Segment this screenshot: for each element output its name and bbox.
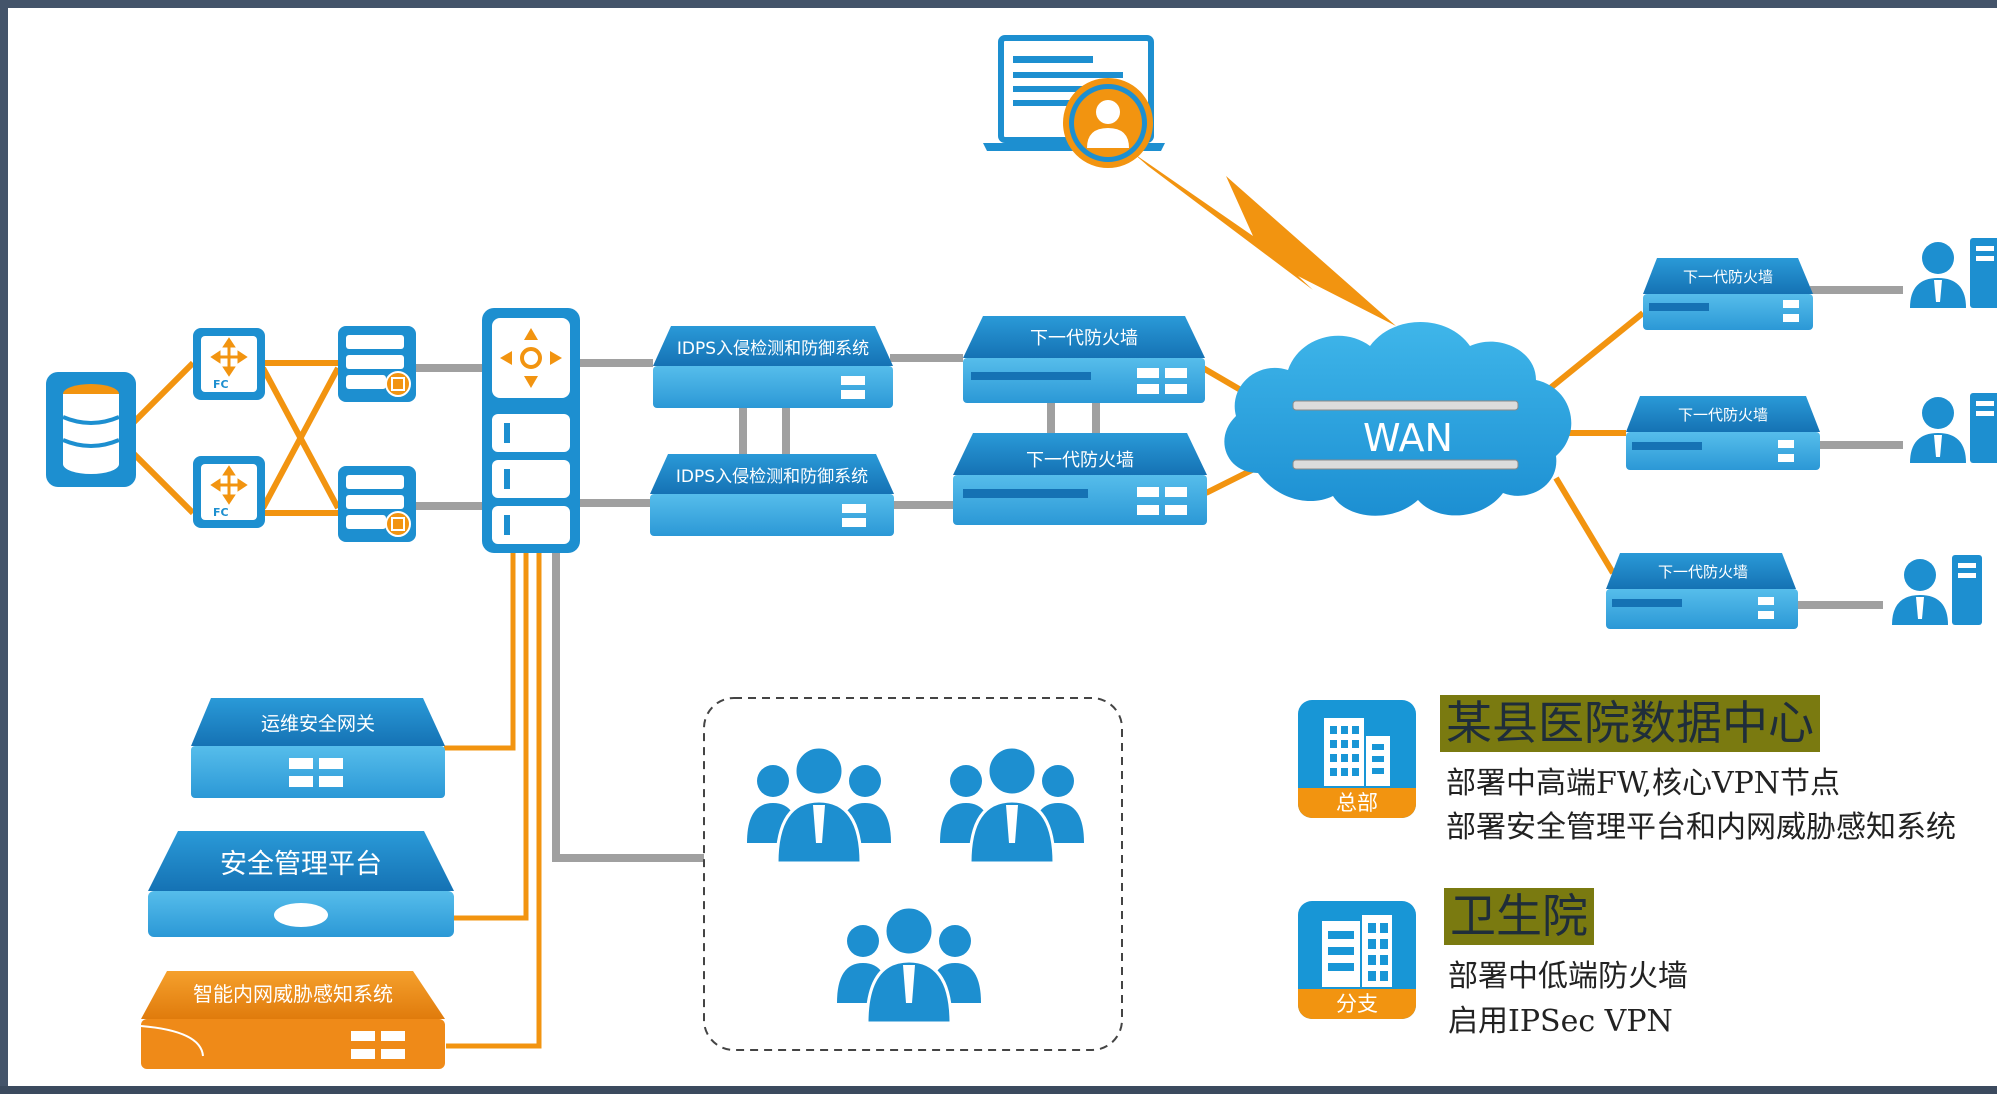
ngfw-branch-1-label: 下一代防火墙	[1683, 268, 1773, 286]
internal-user-group	[703, 697, 1123, 1051]
branch-title: 卫生院	[1444, 888, 1594, 945]
user-group-icon-3	[837, 905, 981, 1025]
user-group-icon-1	[747, 745, 891, 865]
remote-laptop-icon	[983, 35, 1165, 168]
link-core-user-group	[552, 553, 704, 862]
link-core-threat-system	[446, 553, 542, 1049]
link-db-fc-bottom	[125, 445, 196, 516]
branch-badge: 分支	[1298, 989, 1416, 1019]
hq-title: 某县医院数据中心	[1440, 695, 1820, 752]
storage-server-top	[338, 326, 416, 402]
network-topology-diagram: FC FC	[46, 35, 1997, 1069]
branch-user-3-icon	[1892, 555, 1982, 625]
fc-bottom-label: FC	[213, 506, 229, 519]
branch-building-icon: 分支	[1298, 901, 1416, 1019]
threat-detection-system: 智能内网威胁感知系统	[140, 971, 445, 1069]
ngfw-center-top-label: 下一代防火墙	[1030, 328, 1138, 349]
ops-gateway-label: 运维安全网关	[261, 713, 375, 735]
ngfw-branch-3: 下一代防火墙	[1606, 553, 1798, 629]
link-fc-cross-4	[260, 366, 341, 510]
branch-line-1: 部署中低端防火墙	[1448, 959, 1688, 994]
branch-building-svg	[1322, 915, 1392, 987]
database-icon	[46, 372, 136, 487]
ngfw-branch-1: 下一代防火墙	[1643, 258, 1813, 330]
wan-label: WAN	[1363, 416, 1453, 460]
core-switch	[482, 308, 580, 553]
link-core-mgmt-platform	[454, 553, 529, 921]
idps-bottom-label: IDPS入侵检测和防御系统	[676, 467, 868, 487]
fc-top-label: FC	[213, 378, 229, 391]
link-db-fc-top	[125, 360, 196, 431]
hq-building-svg	[1324, 718, 1390, 786]
hq-line-2: 部署安全管理平台和内网威胁感知系统	[1446, 810, 1956, 845]
link-wan-branch-1	[1536, 310, 1645, 401]
idps-device-bottom: IDPS入侵检测和防御系统	[650, 454, 894, 536]
hq-building-icon: 总部	[1298, 700, 1416, 818]
wan-cloud: WAN	[1224, 322, 1572, 516]
idps-top-label: IDPS入侵检测和防御系统	[677, 339, 869, 359]
fc-switch-top: FC	[193, 328, 265, 400]
idps-device-top: IDPS入侵检测和防御系统	[653, 326, 893, 408]
mgmt-platform-label: 安全管理平台	[220, 849, 382, 880]
links	[125, 153, 1903, 1049]
ngfw-branch-3-label: 下一代防火墙	[1658, 563, 1748, 581]
ngfw-center-bottom: 下一代防火墙	[953, 433, 1207, 525]
ops-security-gateway: 运维安全网关	[191, 698, 445, 798]
hq-line-1: 部署中高端FW,核心VPN节点	[1446, 766, 1841, 801]
threat-system-label: 智能内网威胁感知系统	[193, 982, 393, 1006]
link-wan-branch-3	[1553, 476, 1616, 575]
link-core-ops-gateway	[444, 553, 516, 751]
branch-user-1-icon	[1910, 238, 1997, 308]
ngfw-center-bottom-label: 下一代防火墙	[1026, 450, 1134, 471]
ngfw-branch-2-label: 下一代防火墙	[1678, 406, 1768, 424]
storage-server-bottom	[338, 466, 416, 542]
security-mgmt-platform: 安全管理平台	[148, 831, 454, 937]
remote-vpn-lightning	[1133, 153, 1396, 326]
fc-switch-bottom: FC	[193, 456, 265, 528]
ngfw-center-top: 下一代防火墙	[963, 316, 1205, 403]
user-group-icon-2	[940, 745, 1084, 865]
ngfw-branch-2: 下一代防火墙	[1626, 396, 1820, 470]
branch-user-2-icon	[1910, 393, 1997, 463]
hq-badge: 总部	[1298, 788, 1416, 818]
branch-line-2: 启用IPSec VPN	[1448, 1004, 1673, 1039]
